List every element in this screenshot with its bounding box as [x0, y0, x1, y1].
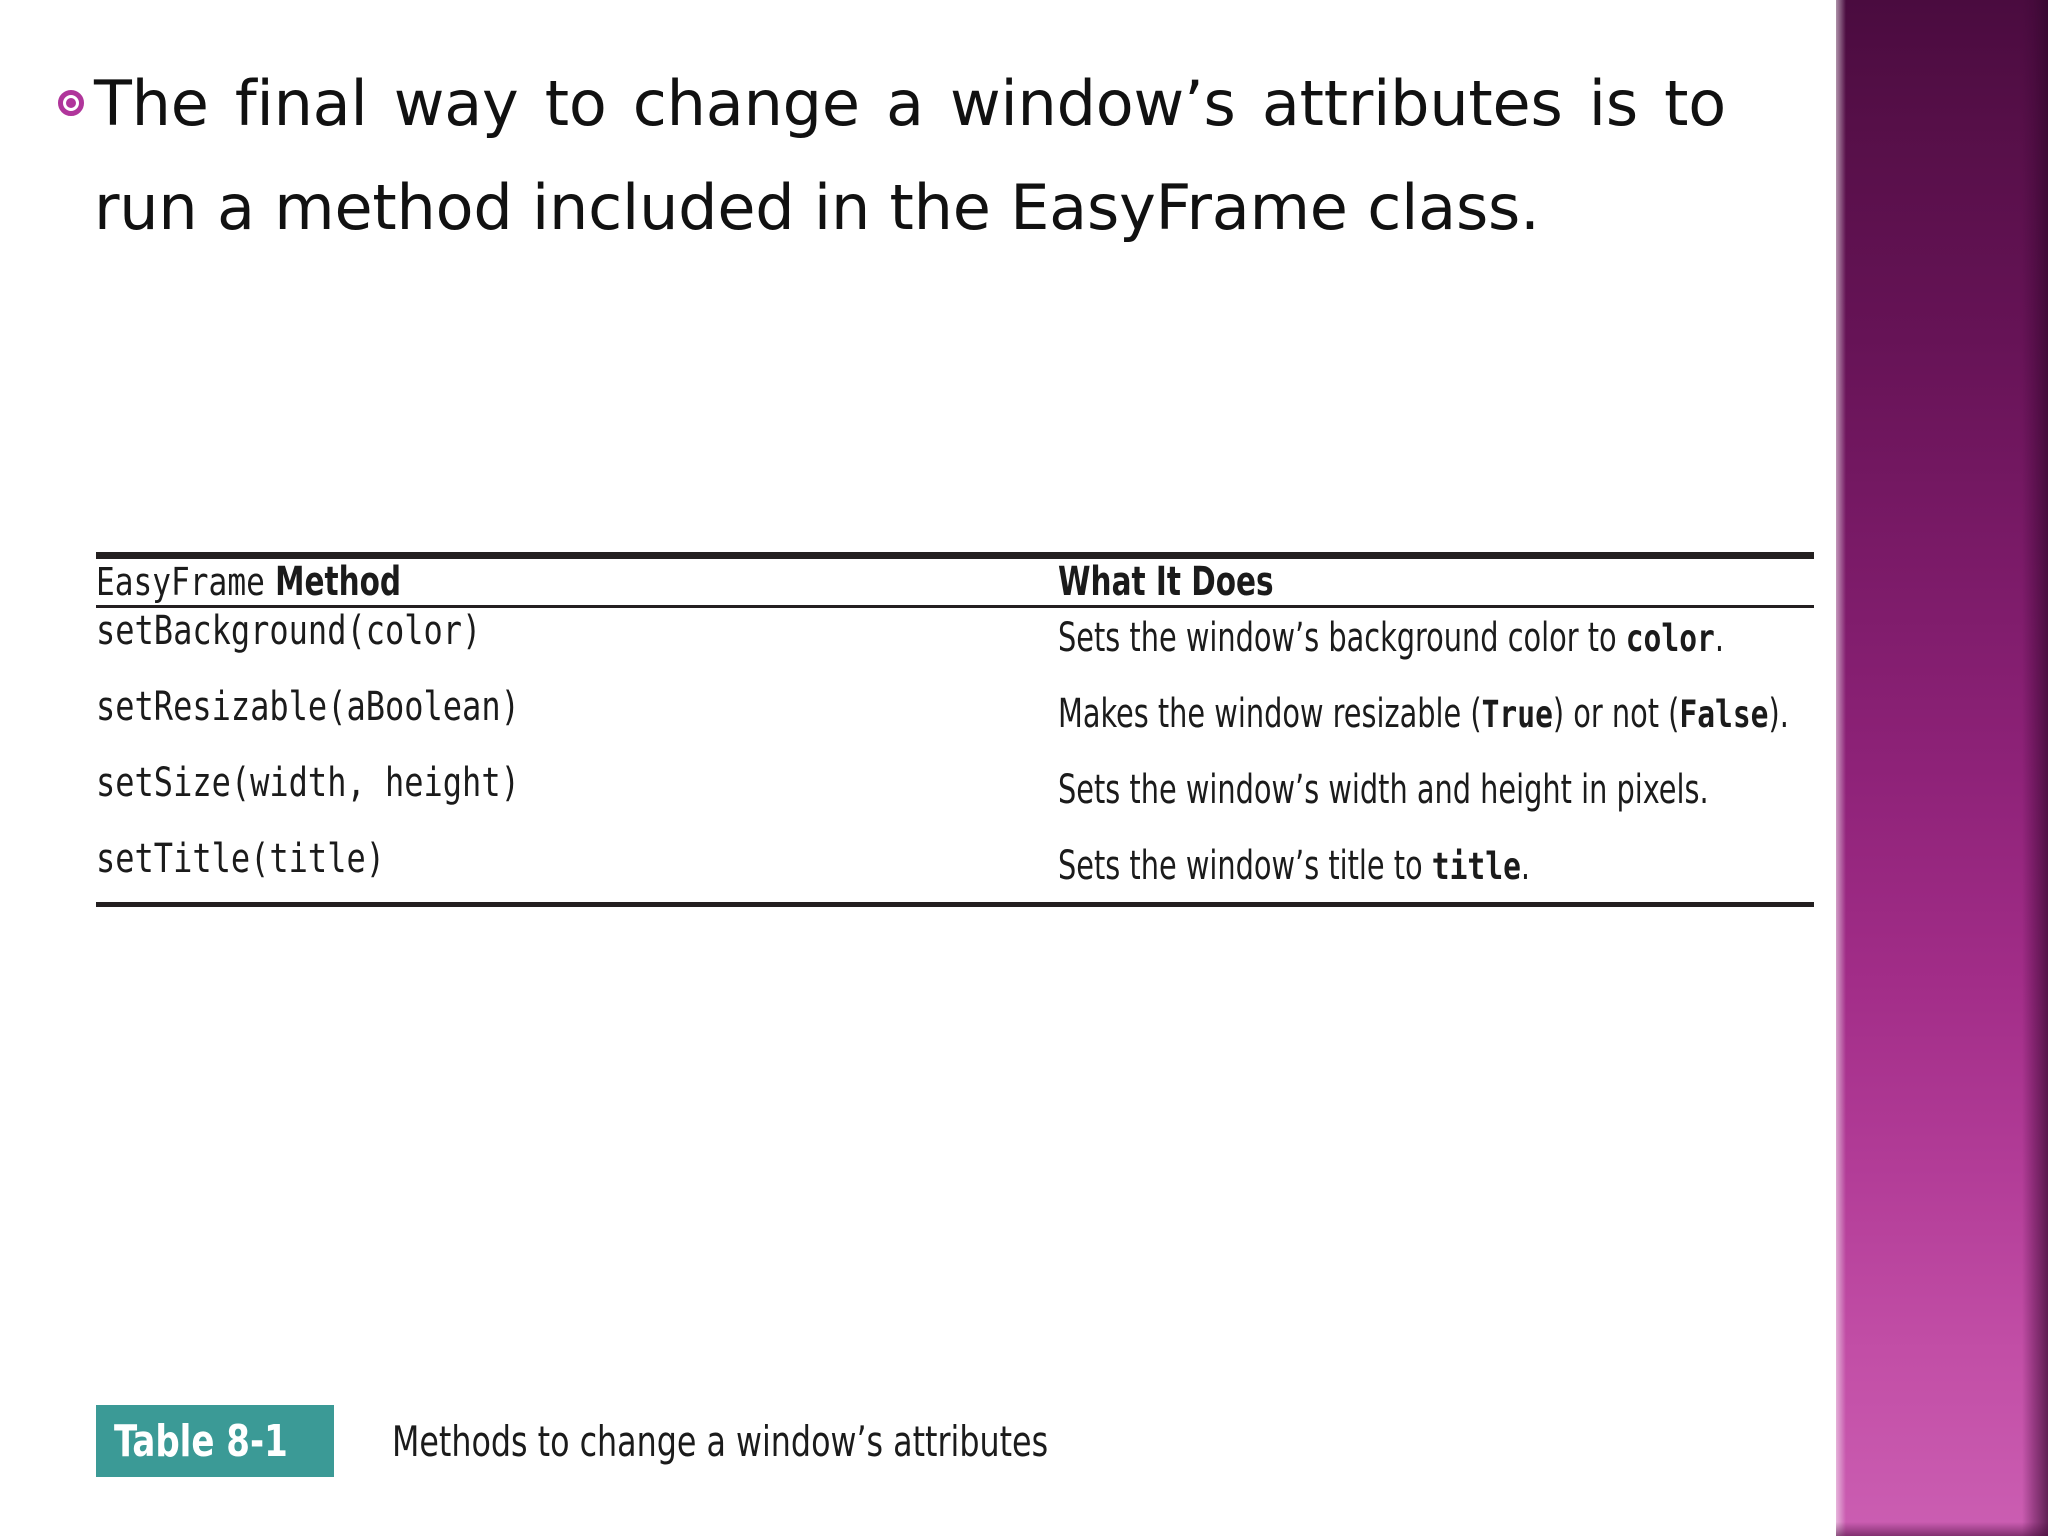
decorative-purple-band [1836, 0, 2048, 1536]
desc-text-tail: ). [1768, 691, 1789, 737]
method-signature: setSize(width, height) [96, 760, 520, 806]
table-top-rule [96, 552, 1814, 559]
desc-text-part: Sets the window’s title to [1058, 843, 1432, 889]
table-number-badge: Table 8-1 [96, 1405, 334, 1477]
bullet-marker [48, 90, 94, 116]
band-left-highlight [1836, 0, 1846, 1536]
desc-code-token: color [1625, 617, 1715, 660]
desc-text-middle: ) or not ( [1552, 691, 1680, 737]
desc-text-part: Makes the window resizable ( [1058, 691, 1482, 737]
table-header-cell-method: EasyFrame Method [96, 559, 1058, 605]
table-cell-description: Sets the window’s background color to co… [1058, 608, 1814, 668]
table-cell-method: setBackground(color) [96, 608, 1058, 668]
desc-text-tail: . [1520, 843, 1531, 889]
method-signature: setResizable(aBoolean) [96, 684, 520, 730]
band-bottom-shadow [1836, 1522, 2048, 1536]
table-cell-method: setSize(width, height) [96, 760, 1058, 820]
slide-content: The final way to change a window’s attri… [0, 0, 1836, 1536]
table-caption: Table 8-1 Methods to change a window’s a… [96, 1405, 1173, 1477]
desc-code-token-true: True [1481, 693, 1553, 736]
methods-table-body: setBackground(color) Sets the window’s b… [96, 608, 1814, 896]
table-row: setResizable(aBoolean) Makes the window … [96, 684, 1814, 744]
bullet-ring-icon [58, 90, 84, 116]
table-cell-description: Makes the window resizable (True) or not… [1058, 684, 1814, 744]
method-signature: setBackground(color) [96, 608, 482, 654]
table-row-spacer [96, 668, 1814, 684]
methods-table-grid: EasyFrame Method What It Does [96, 559, 1814, 605]
table-header-row: EasyFrame Method What It Does [96, 559, 1814, 605]
table-caption-text: Methods to change a window’s attributes [392, 1416, 1049, 1466]
table-cell-method: setTitle(title) [96, 836, 1058, 896]
method-signature: setTitle(title) [96, 836, 385, 882]
table-cell-description: Sets the window’s title to title. [1058, 836, 1814, 896]
band-right-shadow [2022, 0, 2048, 1536]
table-row-spacer [96, 820, 1814, 836]
bullet-paragraph: The final way to change a window’s attri… [48, 52, 1788, 260]
desc-code-token: title [1431, 845, 1521, 888]
table-cell-description: Sets the window’s width and height in pi… [1058, 760, 1814, 820]
table-bottom-rule [96, 902, 1814, 907]
header-what-it-does: What It Does [1058, 559, 1274, 605]
table-row: setBackground(color) Sets the window’s b… [96, 608, 1814, 668]
desc-text-part: Sets the window’s width and height in pi… [1058, 767, 1709, 813]
bullet-text: The final way to change a window’s attri… [94, 67, 1726, 245]
desc-code-token-false: False [1679, 693, 1769, 736]
table-header-rule [96, 605, 1814, 608]
methods-table: EasyFrame Method What It Does [96, 552, 1814, 907]
table-row: setSize(width, height) Sets the window’s… [96, 760, 1814, 820]
header-method-word: Method [264, 559, 402, 605]
table-row-spacer [96, 744, 1814, 760]
desc-text-part: Sets the window’s background color to [1058, 615, 1626, 661]
table-number-label: Table 8-1 [114, 1415, 288, 1467]
table-row: setTitle(title) Sets the window’s title … [96, 836, 1814, 896]
table-header-cell-what-it-does: What It Does [1058, 559, 1814, 605]
table-cell-method: setResizable(aBoolean) [96, 684, 1058, 744]
header-mono-easyframe: EasyFrame [96, 560, 265, 604]
desc-text-tail: . [1714, 615, 1725, 661]
